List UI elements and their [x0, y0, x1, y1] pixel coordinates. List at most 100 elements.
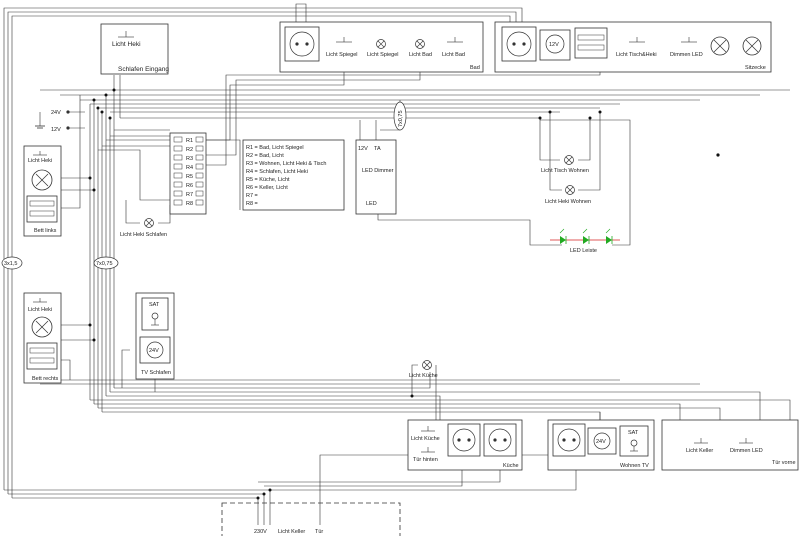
licht-tisch-heki-label: Licht Tisch&Heki	[616, 52, 657, 58]
relay-legend-line: R8 =	[246, 201, 258, 207]
dimmer-12v-label: 12V	[358, 146, 368, 152]
socket-sitzecke	[501, 26, 537, 62]
led-spot-icon	[710, 36, 730, 56]
lamp-icon	[376, 39, 386, 49]
tv-schlafen-label: TV Schlafen	[141, 370, 171, 376]
usb-socket	[574, 27, 608, 59]
junction-dots	[88, 88, 602, 500]
main-cables	[3, 3, 791, 525]
relay-row: R8	[173, 199, 204, 207]
wohnen-tv-box: 24V SAT Wohnen TV	[547, 419, 655, 471]
supply: 24V 12V	[35, 110, 70, 133]
cable-tag-7x075-b: 7x0,75	[96, 261, 113, 267]
relay-legend-line: R7 =	[246, 193, 258, 199]
relay-row: R1	[173, 136, 204, 144]
licht-heki-schlafen-label: Licht Heki Schlafen	[120, 232, 167, 238]
wohnen-lamp-2b	[578, 112, 601, 191]
relay-row: R5	[173, 172, 204, 180]
relay-legend-line: R3 = Wohnen, Licht Heki & Tisch	[246, 161, 326, 167]
bett-rechts-box: Licht Heki Bett rechts	[23, 292, 62, 384]
cable-tag: 7x0,75	[393, 101, 407, 131]
relay-label: R7	[186, 192, 193, 198]
bottom-230v-label: 230V	[254, 529, 267, 535]
kueche-lamp	[411, 364, 418, 396]
tv-schlafen-box: SAT 24V TV Schlafen	[135, 292, 175, 380]
lamp-icon	[564, 155, 574, 165]
bus-low-5	[106, 395, 441, 420]
licht-bad-lamp-label: Licht Bad	[409, 52, 432, 58]
led-leiste-label: LED Leiste	[570, 248, 597, 254]
led-dimmer-label: LED Dimmer	[362, 168, 394, 174]
relay-label: R5	[186, 174, 193, 180]
relay-row: R4	[173, 163, 204, 171]
wohnen-lamp-2	[549, 112, 562, 191]
bett-rechts-label: Bett rechts	[32, 376, 59, 382]
schlafen-eingang-label: Schlafen Eingang	[118, 66, 169, 73]
dimmen-led-right-label: Dimmen LED	[730, 448, 763, 454]
relay-feed-5	[98, 149, 170, 201]
bad-label: Bad	[470, 65, 480, 71]
relay-label: R4	[186, 165, 193, 171]
licht-heki-wohnen-label: Licht Heki Wohnen	[545, 199, 591, 205]
schlafen-eingang-box: Licht Heki Schlafen Eingang	[100, 23, 169, 75]
cable-tag: 3x1,5	[1, 256, 23, 270]
bed-left-feed3	[60, 95, 81, 209]
dimmen-led-top-label: Dimmen LED	[670, 52, 703, 58]
licht-spiegel-switch-label: Licht Spiegel	[326, 52, 358, 58]
cable-bottom-1	[4, 489, 271, 525]
relay-label: R6	[186, 183, 193, 189]
licht-keller-label: Licht Keller	[686, 448, 713, 454]
licht-kueche-lamp-label: Licht Küche	[409, 373, 438, 379]
relay-row: R2	[173, 145, 204, 153]
bottom-licht-keller-label: Licht Keller	[278, 529, 305, 535]
usb-socket	[26, 342, 58, 370]
cable-bottom-3	[12, 497, 259, 525]
dot-marker	[716, 153, 720, 157]
relay-row: R3	[173, 154, 204, 162]
cable-top-2	[295, 3, 307, 22]
socket-bad	[284, 26, 320, 62]
cable-outer-2	[7, 11, 517, 494]
tuer-vorne-box: Licht Keller Dimmen LED Tür vorne	[661, 419, 799, 471]
licht-heki-left-label: Licht Heki	[28, 158, 52, 164]
relay-legend-line: R6 = Keller, Licht	[246, 185, 288, 191]
cable-bottom-right2	[264, 470, 463, 487]
reading-light-icon	[31, 169, 53, 191]
cable-bottom-2	[8, 493, 265, 525]
dimmer-led-out	[377, 214, 562, 246]
bed-right-feed3	[60, 359, 71, 380]
sat-left-label: SAT	[149, 302, 160, 308]
bus-low-7	[114, 372, 431, 389]
cable-tag-7x075-a: 7x0,75	[398, 110, 404, 127]
licht-heki-left2-label: Licht Heki	[28, 307, 52, 313]
cable-bottom-right3	[258, 470, 501, 483]
dimmer-ta-label: TA	[374, 146, 381, 152]
heki-schlafen-line	[125, 200, 140, 224]
led-diode-icon	[605, 228, 613, 244]
relay-label: R1	[186, 138, 193, 144]
licht-tisch-wohnen-label: Licht Tisch Wohnen	[541, 168, 589, 174]
relay-row: R7	[173, 190, 204, 198]
usb-socket	[26, 195, 58, 223]
kueche-label: Küche	[503, 463, 519, 469]
cable-tag: 7x0,75	[93, 256, 119, 270]
relay-legend-line: R2 = Bad, Licht	[246, 153, 284, 159]
licht-spiegel-lamp-label: Licht Spiegel	[367, 52, 399, 58]
relay-label: R8	[186, 201, 193, 207]
relay-label: R3	[186, 156, 193, 162]
tv-schlafen-feed2	[121, 349, 130, 388]
relay-legend-line: R4 = Schlafen, Licht Heki	[246, 169, 308, 175]
relay-legend-box	[242, 139, 345, 211]
v24-tv-label: 24V	[149, 348, 159, 354]
tuer-hinten-label: Tür hinten	[413, 457, 438, 463]
kueche-box: Licht Küche Tür hinten Küche	[407, 419, 523, 471]
relay-feed-3	[106, 139, 241, 210]
bett-links-box: Licht Heki Bett links	[23, 145, 62, 237]
led-dimmer-box: 12V TA LED Dimmer LED	[355, 139, 397, 215]
v24-label: 24V	[51, 110, 61, 116]
wohnen-tv-label: Wohnen TV	[620, 463, 649, 469]
licht-bad-switch-label: Licht Bad	[442, 52, 465, 58]
sitzecke-box: 12V Licht Tisch&Heki Dimmen LED Sitzecke	[494, 21, 772, 73]
